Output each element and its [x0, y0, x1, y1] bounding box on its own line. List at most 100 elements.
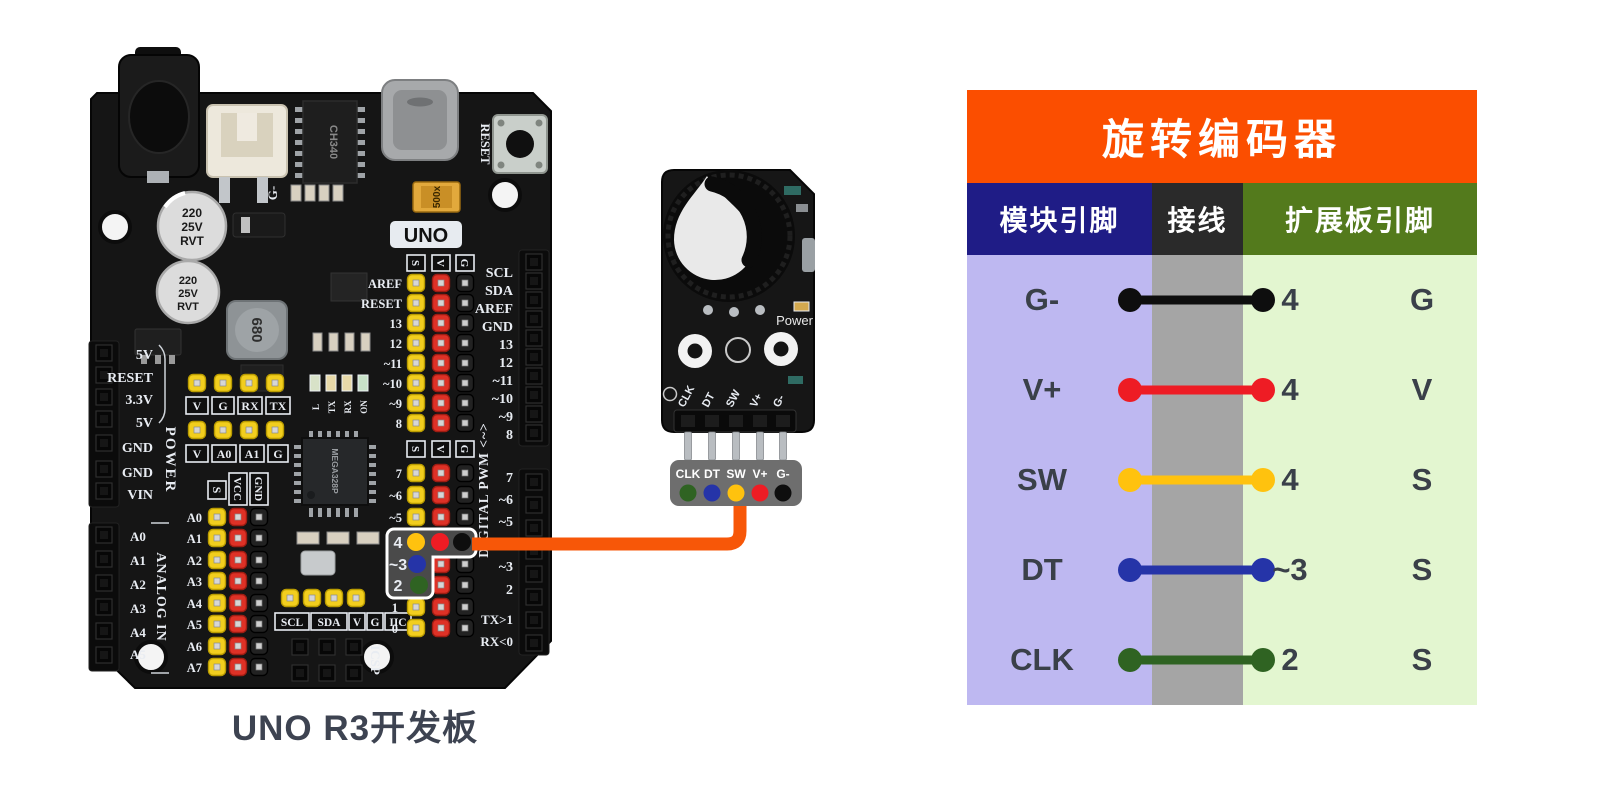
svg-text:~10: ~10	[383, 377, 402, 391]
power-pin-labels: 5V RESET 3.3V 5V GND GND VIN	[107, 348, 154, 503]
svg-text:G: G	[273, 447, 282, 461]
svg-text:13: 13	[499, 338, 513, 353]
wire-line	[1130, 475, 1263, 485]
digital-pin-matrix-low: 1 0	[392, 532, 475, 638]
svg-text:V: V	[193, 399, 202, 413]
svg-text:A5: A5	[187, 618, 202, 632]
svg-text:12: 12	[499, 356, 513, 371]
table-row: SW 4 S	[967, 435, 1477, 525]
gminus-silkscreen: G-	[265, 186, 280, 200]
inductor-label: 680	[248, 317, 265, 342]
svg-text:G-: G-	[776, 467, 789, 481]
svg-text:A1: A1	[130, 553, 146, 568]
svg-text:V: V	[434, 259, 446, 267]
digital-pwm-label: DIGITAL PWM <~>	[476, 422, 491, 557]
svg-text:A7: A7	[187, 661, 202, 675]
left-headers	[88, 340, 120, 672]
mcu-label: MEGA328P	[330, 448, 340, 494]
opamp-chip	[330, 272, 368, 302]
svg-text:A4: A4	[130, 625, 146, 640]
svg-text:7: 7	[506, 471, 513, 486]
module-pin-label: CLK	[1010, 642, 1074, 677]
svg-text:ON: ON	[359, 400, 369, 414]
svg-text:4: 4	[394, 535, 403, 552]
gminus-dot	[774, 484, 792, 502]
svg-text:5V: 5V	[136, 348, 153, 363]
module-pin-label: SW	[1017, 462, 1067, 497]
svg-text:7: 7	[396, 467, 402, 481]
dc-power-jack	[118, 47, 200, 183]
svg-text:2: 2	[394, 578, 403, 595]
table-row: CLK 2 S	[967, 615, 1477, 705]
module-pin-label: DT	[1021, 552, 1063, 587]
svg-text:IIC: IIC	[389, 617, 406, 629]
svg-text:~9: ~9	[389, 397, 402, 411]
svg-text:1: 1	[392, 601, 398, 615]
ch340-chip: CH340	[295, 100, 365, 184]
fuse-label: 500x	[432, 185, 443, 208]
board-pin-number: 4	[1281, 372, 1299, 407]
pin4-red-dot	[431, 533, 449, 551]
board-pin-signal: S	[1411, 552, 1433, 587]
d-mark	[662, 386, 678, 402]
board-pin-number: 4	[1281, 462, 1299, 497]
svg-text:GND: GND	[122, 441, 153, 456]
board-caption: UNO R3开发板	[231, 709, 479, 748]
svg-text:~6: ~6	[499, 493, 513, 508]
board-pin-signal: G	[1409, 282, 1435, 317]
wire-dot	[1251, 288, 1275, 312]
encoder-pin-legend: CLK DT SW V+ G-	[670, 460, 802, 506]
table-row: DT ~3 S	[967, 525, 1477, 615]
svg-text:A3: A3	[130, 601, 146, 616]
svg-text:25V: 25V	[178, 288, 198, 300]
svg-text:~5: ~5	[389, 511, 402, 525]
svg-text:RVT: RVT	[180, 234, 204, 248]
wiring-highlight-overlay: 4 ~3 2	[385, 527, 478, 600]
svg-text:GND: GND	[252, 477, 264, 502]
svg-text:S: S	[409, 446, 421, 452]
svg-text:V+: V+	[752, 467, 767, 481]
analog-title: ANALOG IN	[153, 552, 168, 642]
board-pin-signal: V	[1411, 372, 1433, 407]
board-pin-number: 2	[1281, 642, 1299, 677]
svg-text:A0: A0	[217, 447, 232, 461]
jst-connector	[206, 104, 288, 203]
uno-silkscreen: UNO	[390, 221, 462, 248]
svg-text:3.3V: 3.3V	[125, 393, 153, 408]
svg-text:~5: ~5	[499, 515, 513, 530]
svg-text:V: V	[353, 617, 362, 629]
fuse-500x: 500x	[412, 181, 461, 213]
svg-text:RESET: RESET	[361, 297, 403, 311]
table-row: G- 4 G	[967, 255, 1477, 345]
svg-text:RX: RX	[343, 400, 353, 413]
power-led	[793, 301, 810, 312]
svg-text:A1: A1	[187, 532, 202, 546]
svg-text:13: 13	[390, 317, 403, 331]
svg-text:GND: GND	[122, 466, 153, 481]
digital-col-headers-top: S V G	[406, 254, 475, 272]
svg-text:TX: TX	[270, 399, 287, 413]
svg-text:~11: ~11	[492, 374, 513, 389]
table-row: V+ 4 V	[967, 345, 1477, 435]
header-wiring: 接线	[1152, 183, 1243, 255]
svg-text:220: 220	[182, 206, 202, 220]
analog-col-headers: S VCC GND	[207, 472, 269, 506]
wire-line	[1130, 565, 1263, 575]
svg-text:V: V	[434, 445, 446, 453]
svg-text:G: G	[458, 445, 470, 454]
usbc-port	[381, 79, 459, 161]
board-pin-number: 4	[1281, 282, 1299, 317]
svg-text:SCL: SCL	[486, 266, 513, 281]
analog-pin-matrix: A0 A1 A2 A3 A4 A5 A6 A7	[187, 507, 269, 677]
logo-mark	[725, 337, 751, 363]
inductor-680: 680	[226, 300, 288, 360]
pin-map-table: 旋转编码器 模块引脚 接线 扩展板引脚 G- 4 G V+	[967, 90, 1477, 705]
table-title: 旋转编码器	[967, 90, 1477, 183]
wire-dot	[1251, 378, 1275, 402]
svg-text:SDA: SDA	[317, 617, 341, 629]
svg-text:AREF: AREF	[368, 277, 402, 291]
svg-text:DT: DT	[704, 467, 721, 481]
reset-button	[492, 114, 548, 174]
iic-header: SCL SDA V G IIC	[274, 588, 412, 631]
